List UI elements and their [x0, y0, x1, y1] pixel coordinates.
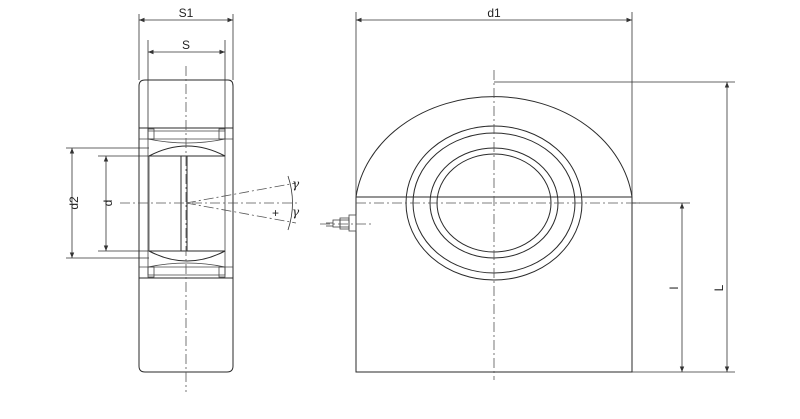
outer-body-bottom	[138, 277, 234, 373]
grease-nipple-icon	[320, 214, 372, 232]
label-s: S	[182, 38, 190, 52]
dim-s: S	[147, 38, 226, 131]
dim-l: l	[632, 202, 735, 373]
dim-d2: d2	[66, 147, 149, 259]
inner-ring-top	[147, 130, 226, 144]
dim-s1: S1	[138, 6, 234, 80]
dim-L: L	[494, 81, 735, 372]
label-L: L	[712, 284, 726, 291]
spherical-sleeve-bottom	[148, 250, 226, 262]
section-view	[120, 66, 300, 392]
label-l: l	[667, 287, 681, 290]
label-gamma-lower: γ	[292, 205, 300, 219]
label-s1: S1	[179, 6, 194, 20]
dim-d1: d1	[355, 6, 633, 197]
front-view	[320, 70, 640, 380]
label-plus: +	[272, 206, 279, 220]
label-d1: d1	[487, 6, 501, 20]
inner-ring-bottom	[147, 262, 226, 276]
label-d2: d2	[67, 196, 81, 210]
dim-d: d	[98, 155, 181, 252]
label-d: d	[101, 200, 115, 207]
spherical-sleeve-top	[148, 145, 226, 157]
label-gamma-upper: γ	[292, 177, 300, 191]
